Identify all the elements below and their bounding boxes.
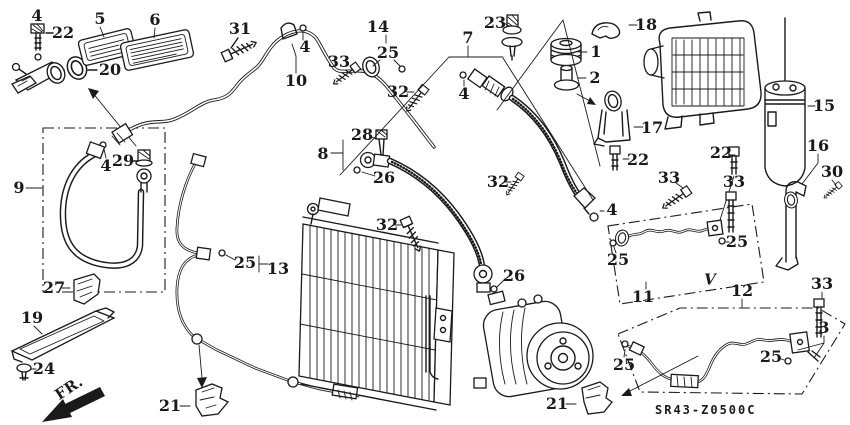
hose-7 [339,45,605,222]
clamp-21-compressor [565,381,613,415]
grommet-install-leaders [496,19,601,167]
pipe-12 [621,291,825,396]
callout-V: V [704,270,716,289]
callout-15: 15 [812,96,836,115]
bolt-32-upper [402,83,430,115]
callout-22: 22 [626,150,650,169]
callout-32: 32 [486,172,510,191]
callout-33: 33 [722,172,746,191]
callout-17: 17 [640,118,664,137]
callout-1: 1 [590,42,602,61]
evaporator-unit [643,11,762,130]
pipe-11 [609,219,743,308]
bolt-30 [821,179,843,201]
callout-33: 33 [657,168,681,187]
bolt-32-right [503,171,525,198]
callout-25: 25 [376,43,400,62]
receiver-drier-15 [764,17,816,187]
callout-5: 5 [94,9,106,28]
callout-25: 25 [725,232,749,251]
callout-10: 10 [284,71,308,90]
cap-2 [553,64,587,91]
callout-20: 20 [98,60,122,79]
callout-2: 2 [589,68,601,87]
bolt-23 [501,14,523,61]
label-plate-6 [119,29,195,71]
callout-16: 16 [806,136,830,155]
compressor [473,290,594,398]
diagram-code: SR43-Z0500C [655,403,757,417]
callout-30: 30 [820,162,844,181]
callout-8: 8 [317,144,329,163]
callout-24: 24 [32,359,56,378]
callout-33: 33 [810,274,834,293]
callout-13: 13 [266,259,290,278]
hose-9-reference-box [42,127,166,293]
plate-leaders [99,26,156,39]
callout-32: 32 [386,82,410,101]
callout-21: 21 [158,396,182,415]
callout-14: 14 [366,17,390,36]
callout-33: 33 [327,52,351,71]
label-plate-5 [77,28,137,66]
callout-7: 7 [462,28,474,47]
callout-21: 21 [545,394,569,413]
callout-6: 6 [149,10,161,29]
callout-32: 32 [375,215,399,234]
callout-26: 26 [502,266,526,285]
tray-19 [10,307,116,363]
callout-9: 9 [13,178,25,197]
callout-11: 11 [631,287,655,306]
clip-24 [16,363,37,381]
callout-3: 3 [818,318,830,337]
clamp-21-left [179,383,230,417]
condenser [298,197,455,411]
callout-4: 4 [299,37,311,56]
callout-25: 25 [759,347,783,366]
fr-arrow [42,387,105,422]
bolt-33-pair [659,182,737,233]
pipe-13 [175,152,360,401]
valve-29 [130,149,153,193]
callout-25: 25 [612,355,636,374]
callout-31: 31 [228,19,252,38]
callout-27: 27 [42,278,66,297]
callout-22: 22 [51,23,75,42]
callout-28: 28 [350,125,374,144]
callout-23: 23 [483,13,507,32]
clip-18 [591,22,638,39]
callout-19: 19 [20,308,44,327]
pipe-12-reference-box [617,307,846,395]
callout-29: 29 [111,151,135,170]
callout-4: 4 [100,156,112,175]
callout-4: 4 [458,84,470,103]
bolt-22-top-left [30,23,54,61]
callout-22: 22 [709,143,733,162]
bracket-27 [61,273,101,305]
callout-25: 25 [606,250,630,269]
callout-26: 26 [372,168,396,187]
bracket-16 [775,153,819,271]
hose-9 [25,141,145,269]
bolt-32-mid [394,215,425,254]
callout-25: 25 [233,253,257,272]
callout-4: 4 [31,6,43,25]
bracket-17 [576,88,644,171]
callout-12: 12 [730,281,754,300]
callout-18: 18 [634,15,658,34]
callout-4: 4 [606,200,618,219]
